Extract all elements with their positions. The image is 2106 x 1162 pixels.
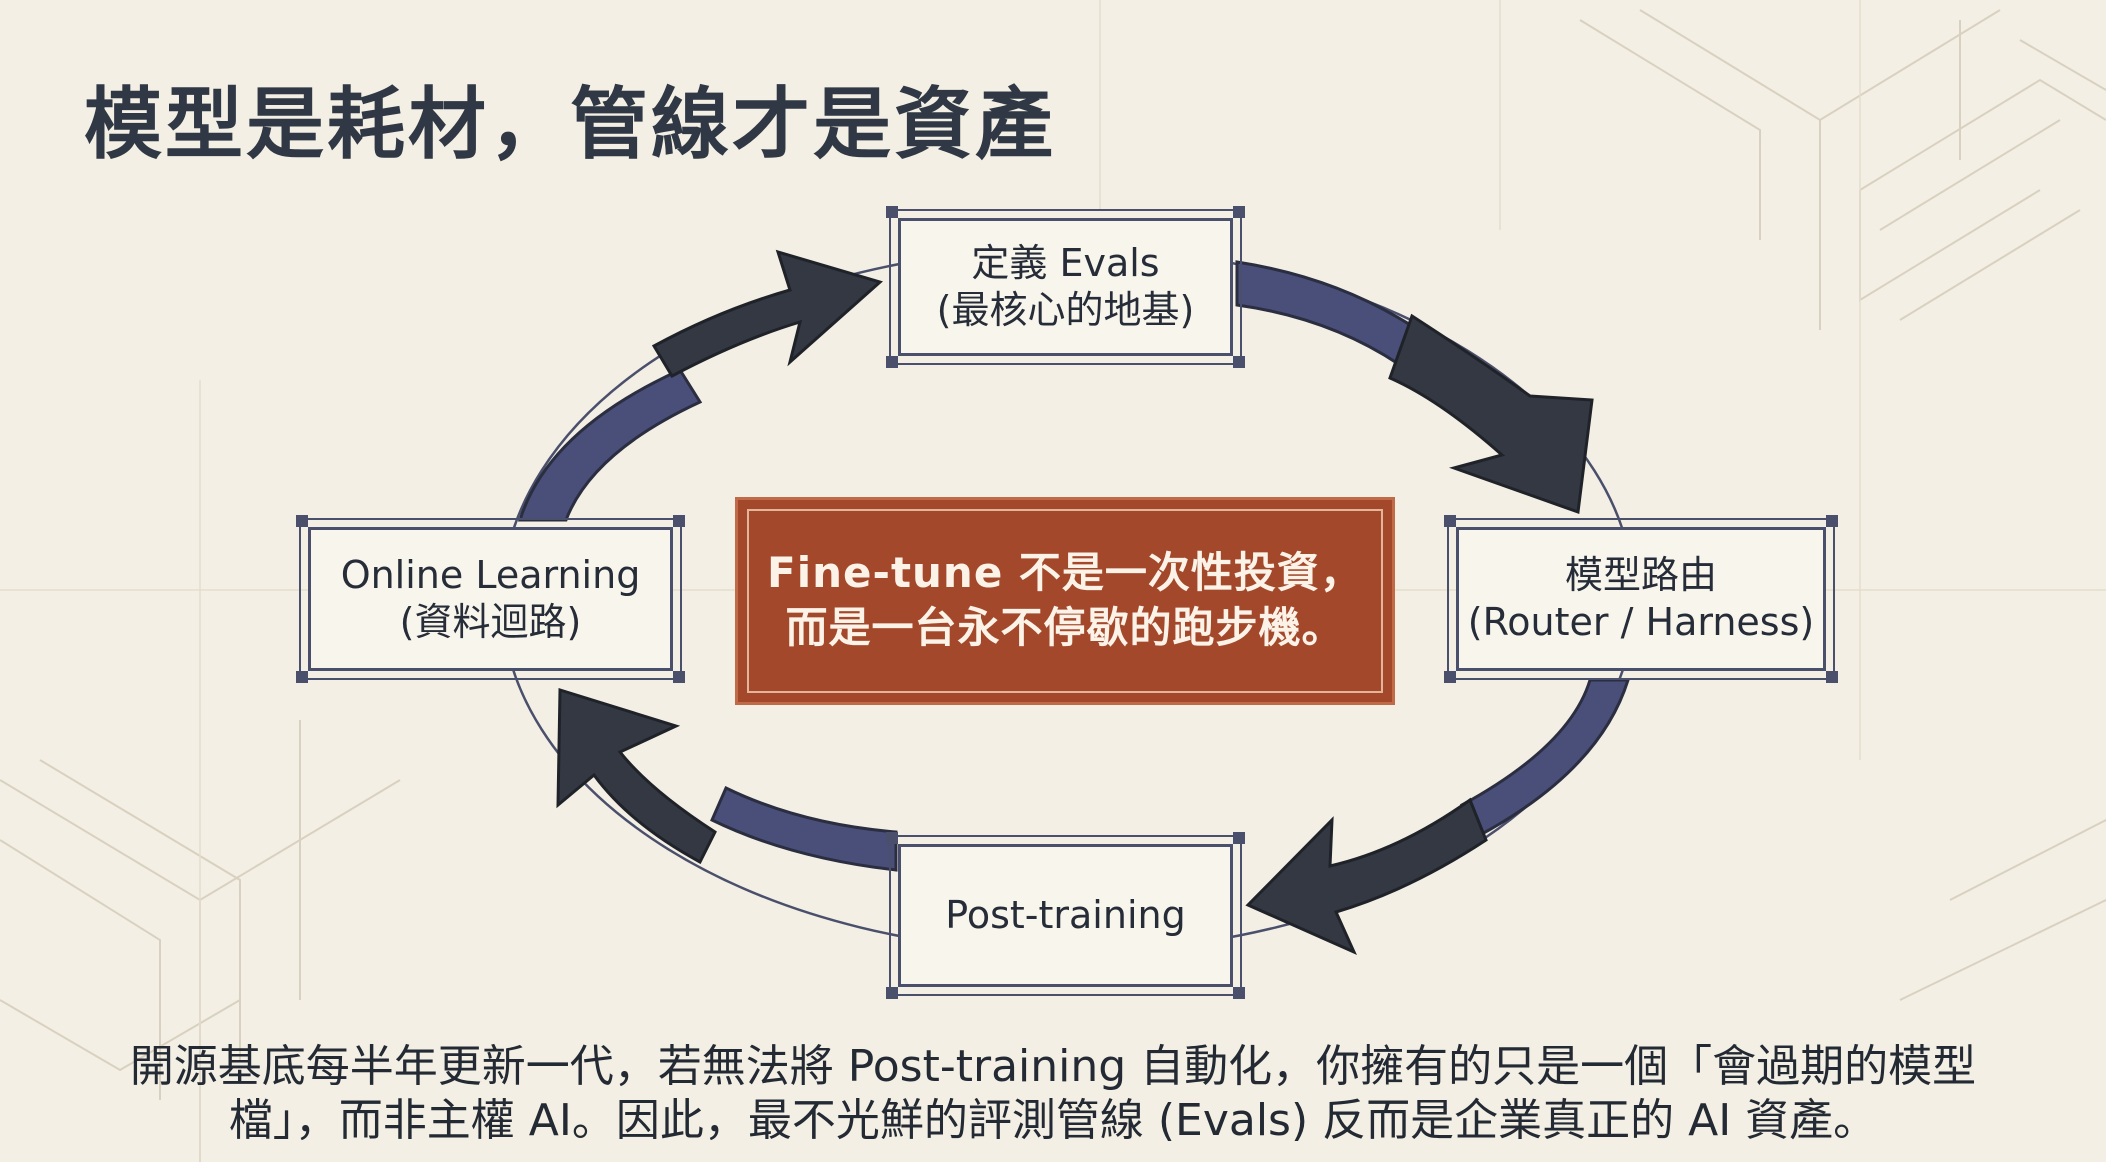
corner-marker xyxy=(1233,356,1245,368)
node-evals-label: 定義 Evals xyxy=(971,240,1160,285)
band-router-to-post xyxy=(1459,678,1631,838)
corner-marker xyxy=(886,356,898,368)
center-message-box: Fine-tune 不是一次性投資， 而是一台永不停歇的跑步機。 xyxy=(735,497,1395,705)
corner-marker xyxy=(1233,987,1245,999)
arrowhead-evals-to-router xyxy=(1388,313,1594,515)
node-online-learning: Online Learning (資料迴路) xyxy=(296,515,685,683)
corner-marker xyxy=(1444,515,1456,527)
corner-marker xyxy=(1233,206,1245,218)
band-post-to-online xyxy=(710,785,898,872)
corner-marker xyxy=(1233,832,1245,844)
node-post-label: Post-training xyxy=(945,892,1186,937)
node-define-evals: 定義 Evals (最核心的地基) xyxy=(886,206,1245,368)
corner-marker xyxy=(296,515,308,527)
node-online-sublabel: (資料迴路) xyxy=(399,600,582,644)
corner-marker xyxy=(673,515,685,527)
corner-marker xyxy=(296,671,308,683)
band-evals-to-router xyxy=(1235,260,1420,368)
node-model-routing: 模型路由 (Router / Harness) xyxy=(1444,515,1838,683)
corner-marker xyxy=(1826,515,1838,527)
footer-caption: 開源基底每半年更新一代，若無法將 Post-training 自動化，你擁有的只… xyxy=(60,1040,2046,1147)
node-router-sublabel: (Router / Harness) xyxy=(1467,600,1815,644)
corner-marker xyxy=(886,832,898,844)
arrowhead-online-to-evals xyxy=(651,249,884,378)
corner-marker xyxy=(1444,671,1456,683)
corner-marker xyxy=(673,671,685,683)
node-router-label: 模型路由 xyxy=(1564,552,1717,597)
corner-marker xyxy=(1826,671,1838,683)
page-title: 模型是耗材，管線才是資產 xyxy=(84,80,1057,170)
arrowhead-router-to-post xyxy=(1245,797,1488,955)
footer-line2: 檔」，而非主權 AI。因此，最不光鮮的評測管線 (Evals) 反而是企業真正的… xyxy=(228,1094,1878,1146)
corner-marker xyxy=(886,206,898,218)
node-post-training: Post-training xyxy=(886,832,1245,999)
corner-marker xyxy=(886,987,898,999)
node-evals-sublabel: (最核心的地基) xyxy=(936,288,1195,332)
center-message-line1: Fine-tune 不是一次性投資， xyxy=(767,548,1363,598)
center-message-line2: 而是一台永不停歇的跑步機。 xyxy=(785,603,1345,652)
footer-line1: 開源基底每半年更新一代，若無法將 Post-training 自動化，你擁有的只… xyxy=(129,1041,1977,1092)
arrowhead-post-to-online xyxy=(556,687,717,865)
node-online-label: Online Learning xyxy=(340,552,641,597)
